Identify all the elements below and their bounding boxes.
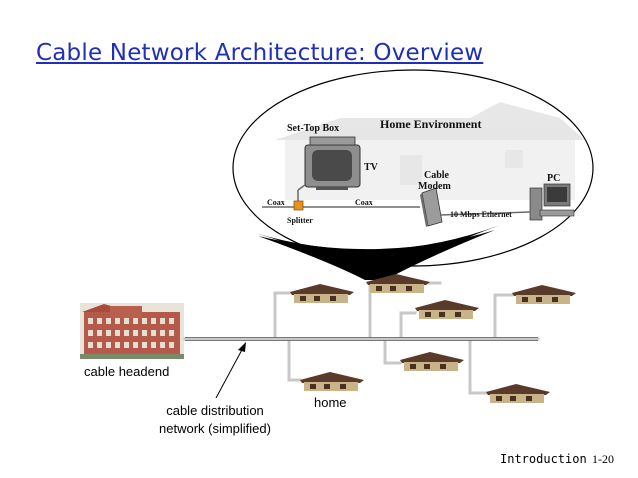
tv-label: TV	[364, 162, 379, 173]
ethernet-label: 10 Mbps Ethernet	[450, 210, 512, 219]
headend-building-icon	[80, 303, 184, 359]
home-label: home	[314, 395, 347, 410]
cable-distribution-lines	[183, 281, 540, 395]
pc-icon	[529, 183, 575, 221]
cable-headend-label: cable headend	[84, 364, 170, 379]
inset-wiring	[262, 184, 531, 216]
splitter-label: Splitter	[287, 216, 313, 225]
house-icon	[290, 284, 354, 303]
splitter-icon	[293, 200, 304, 211]
coax-left-label: Coax	[267, 198, 285, 207]
house-icon	[415, 300, 479, 319]
set-top-box-label: Set-Top Box	[287, 123, 339, 134]
page-number: 1-20	[592, 452, 614, 466]
tv-icon	[304, 136, 361, 190]
house-icon	[400, 352, 464, 371]
cable-modem-icon	[420, 187, 443, 227]
coax-mid-label: Coax	[355, 198, 373, 207]
slide-title: Cable Network Architecture: Overview	[36, 40, 484, 66]
cable-distribution-label-line1: cable distribution	[166, 403, 264, 418]
footer-section: Introduction	[500, 452, 587, 466]
cable-modem-label-line1: Cable	[424, 170, 450, 181]
house-icon	[512, 285, 576, 304]
house-icon	[366, 274, 430, 293]
zoom-funnel	[255, 225, 500, 280]
pc-label: PC	[547, 173, 560, 184]
house-icon	[486, 384, 550, 403]
house-icon	[300, 372, 364, 391]
cable-modem-label-line2: Modem	[418, 181, 451, 192]
home-environment-inset: Set-Top Box Home Environment TV Cable Mo…	[232, 69, 594, 267]
cable-distribution-label-line2: network (simplified)	[159, 421, 271, 436]
home-environment-label: Home Environment	[380, 117, 481, 131]
pointer-arrow	[215, 342, 246, 399]
